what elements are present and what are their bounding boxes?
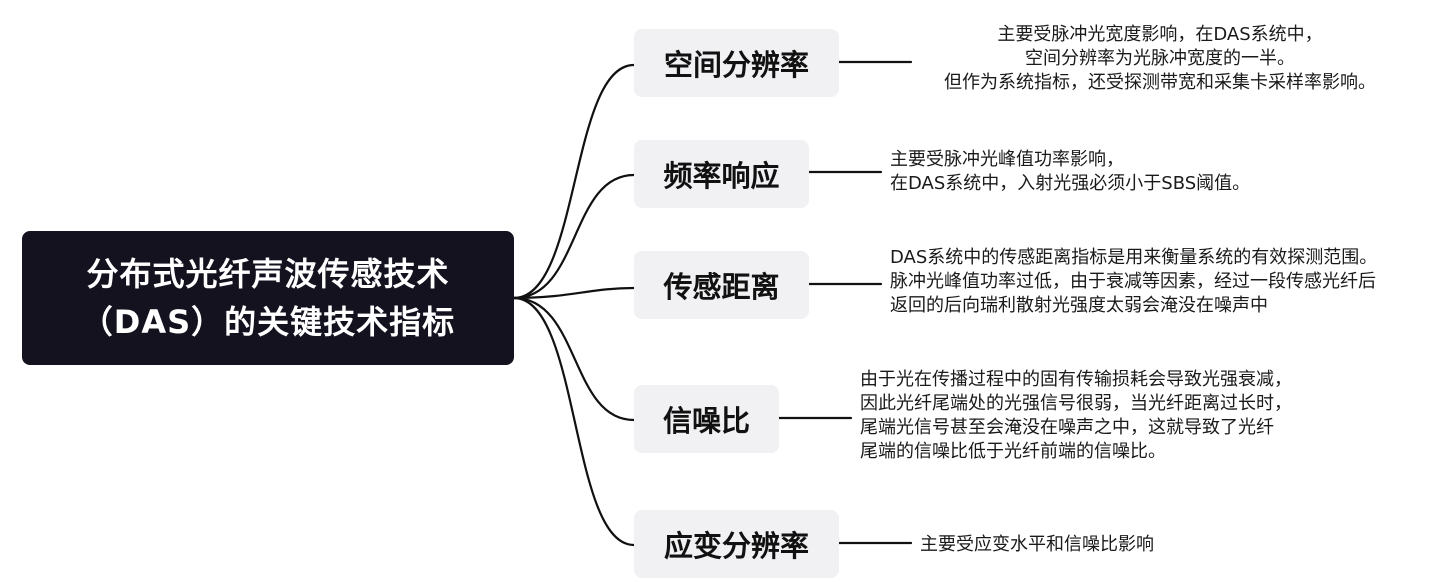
desc-spatial-resolution: 主要受脉冲光宽度影响，在DAS系统中， 空间分辨率为光脉冲宽度的一半。 但作为系…	[915, 23, 1405, 95]
root-to-branch-3-connector	[512, 286, 636, 300]
root-title-line-1: 分布式光纤声波传感技术	[86, 255, 450, 293]
desc-line: 脉冲光峰值功率过低，由于衰减等因素，经过一段传感光纤后	[890, 271, 1376, 292]
branch-node-sensing-distance: 传感距离	[634, 251, 809, 319]
root-to-branch-2-connector	[512, 173, 636, 300]
branch-label: 传感距离	[663, 270, 780, 304]
desc-line: 返回的后向瑞利散射光强度太弱会淹没在噪声中	[890, 295, 1268, 316]
branch-node-frequency-response: 频率响应	[634, 140, 809, 208]
root-to-branch-1-connector	[512, 63, 636, 300]
root-node: 分布式光纤声波传感技术 （DAS）的关键技术指标	[22, 231, 514, 365]
desc-line: 在DAS系统中，入射光强必须小于SBS阈值。	[890, 173, 1251, 194]
desc-line: 主要受脉冲光峰值功率影响，	[890, 149, 1124, 170]
branch-node-strain-resolution: 应变分辨率	[634, 510, 839, 578]
desc-line: 但作为系统指标，还受探测带宽和采集卡采样率影响。	[944, 72, 1376, 93]
desc-line: 由于光在传播过程中的固有传输损耗会导致光强衰减，	[860, 369, 1292, 390]
branch-label: 应变分辨率	[663, 529, 809, 563]
desc-frequency-response: 主要受脉冲光峰值功率影响， 在DAS系统中，入射光强必须小于SBS阈值。	[890, 148, 1250, 196]
desc-line: 尾端的信噪比低于光纤前端的信噪比。	[860, 441, 1166, 462]
desc-line: DAS系统中的传感距离指标是用来衡量系统的有效探测范围。	[890, 247, 1378, 268]
desc-line: 主要受脉冲光宽度影响，在DAS系统中，	[997, 24, 1323, 45]
desc-line: 主要受应变水平和信噪比影响	[920, 534, 1154, 555]
desc-sensing-distance: DAS系统中的传感距离指标是用来衡量系统的有效探测范围。 脉冲光峰值功率过低，由…	[890, 246, 1377, 318]
branch-label: 空间分辨率	[663, 48, 809, 82]
root-to-branch-5-connector	[512, 296, 636, 547]
desc-line: 尾端光信号甚至会淹没在噪声之中，这就导致了光纤	[860, 417, 1274, 438]
desc-line: 因此光纤尾端处的光强信号很弱，当光纤距离过长时，	[860, 393, 1292, 414]
desc-line: 空间分辨率为光脉冲宽度的一半。	[1025, 48, 1295, 69]
branch-label: 信噪比	[662, 404, 750, 438]
branch-label: 频率响应	[663, 159, 780, 193]
root-title-line-2: （DAS）的关键技术指标	[80, 303, 456, 341]
desc-snr: 由于光在传播过程中的固有传输损耗会导致光强衰减， 因此光纤尾端处的光强信号很弱，…	[860, 368, 1292, 464]
branch-node-spatial-resolution: 空间分辨率	[634, 29, 839, 97]
desc-strain-resolution: 主要受应变水平和信噪比影响	[920, 533, 1154, 557]
branch-node-snr: 信噪比	[634, 385, 779, 453]
root-to-branch-4-connector	[512, 296, 636, 422]
